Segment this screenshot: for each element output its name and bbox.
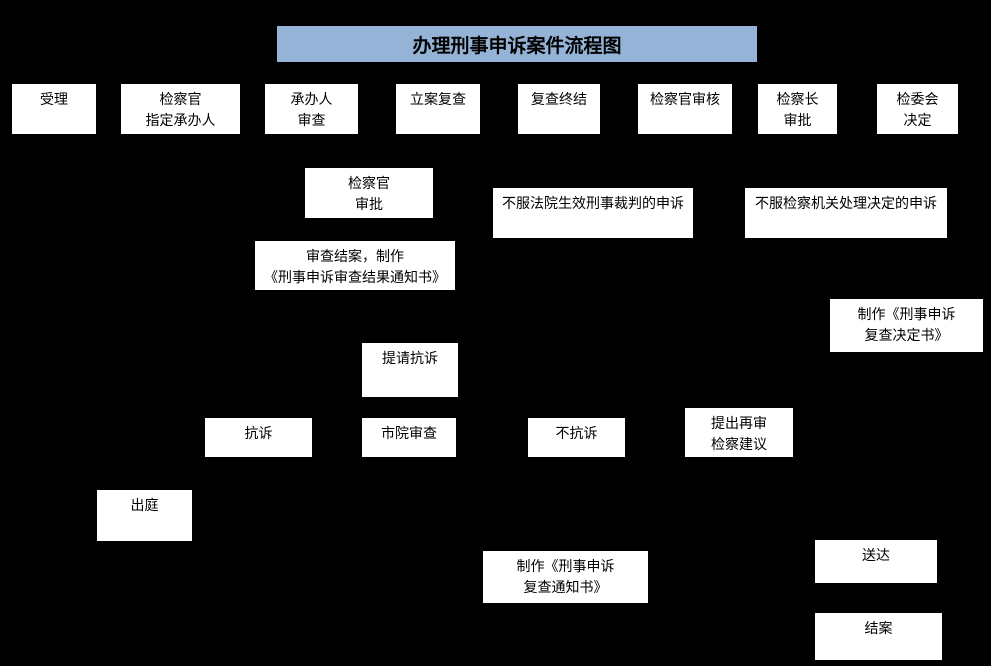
flow-box-label: 不抗诉 (555, 426, 598, 442)
flow-box-label: 立案复查 (410, 92, 466, 108)
flow-box-jianchaguan-shenpi-2: 检察官审批 (305, 168, 433, 218)
flow-box-label: 复查通知书》 (523, 580, 608, 596)
flow-box-shouli: 受理 (12, 84, 96, 134)
flow-box-zhizuo-fucha-tongzhishu: 制作《刑事申诉复查通知书》 (483, 551, 648, 603)
flow-box-label: 检察官 (348, 176, 390, 192)
flow-box-bufu-jiancha-shensu: 不服检察机关处理决定的申诉 (745, 188, 947, 238)
flow-box-jianchaguan-zhiding: 检察官指定承办人 (121, 84, 240, 134)
flow-box-label: 制作《刑事申诉 (516, 559, 615, 575)
flow-box-fucha-zhongjie: 复查终结 (518, 84, 600, 134)
flow-box-songda: 送达 (815, 540, 937, 583)
flow-box-jianchaguan-shenhe: 检察官审核 (638, 84, 732, 134)
flow-box-label: 抗诉 (244, 426, 273, 442)
flow-box-tiqing-kangsu: 提请抗诉 (362, 343, 458, 397)
flow-box-shiyuan-shencha: 市院审查 (362, 418, 456, 457)
flow-box-label: 审查 (297, 113, 326, 129)
flow-box-label: 不服检察机关处理决定的申诉 (755, 196, 937, 212)
flow-box-jianchazhang-shenpi: 检察长审批 (758, 84, 837, 134)
flow-box-label: 检察长 (776, 92, 819, 108)
flow-box-label: 承办人 (290, 92, 333, 108)
flow-box-label: 检察官审核 (650, 92, 720, 108)
flow-box-label: 不服法院生效刑事裁判的申诉 (502, 196, 684, 212)
flow-box-shencha-jiean: 审查结案，制作《刑事申诉审查结果通知书》 (255, 241, 455, 290)
flow-box-chengbanren-shencha: 承办人审查 (265, 84, 358, 134)
flowchart-title: 办理刑事申诉案件流程图 (277, 26, 757, 62)
flow-box-label: 审批 (355, 197, 383, 213)
flow-box-label: 提出再审 (711, 416, 767, 432)
flow-box-label: 出庭 (130, 498, 159, 514)
flow-box-label: 市院审查 (381, 426, 437, 442)
flow-box-label: 制作《刑事申诉 (857, 307, 956, 323)
flow-box-label: 复查终结 (531, 92, 587, 108)
flow-box-tichu-zaishen-jianyi: 提出再审检察建议 (685, 408, 793, 457)
flow-box-label: 《刑事申诉审查结果通知书》 (264, 270, 446, 286)
flow-box-label: 检察建议 (711, 437, 767, 453)
flow-box-bu-kangsu: 不抗诉 (528, 418, 625, 457)
flow-box-label: 检察官 (159, 92, 202, 108)
flow-box-label: 受理 (40, 92, 68, 108)
flow-box-label: 检委会 (896, 92, 939, 108)
flow-box-label: 结案 (864, 621, 893, 637)
flow-box-label: 送达 (862, 548, 890, 564)
flow-box-label: 审查结案，制作 (306, 249, 404, 265)
flow-box-chuting: 出庭 (97, 490, 192, 541)
flowchart-title-label: 办理刑事申诉案件流程图 (412, 34, 622, 57)
flow-box-label: 审批 (783, 113, 812, 129)
flow-box-label: 复查决定书》 (864, 328, 949, 344)
flow-box-label: 指定承办人 (145, 113, 216, 129)
flow-box-label: 决定 (903, 113, 932, 129)
flow-box-jianweihui-jueding: 检委会决定 (877, 84, 958, 134)
flow-box-kangsu: 抗诉 (205, 418, 312, 457)
flow-box-lian-fucha: 立案复查 (396, 84, 480, 134)
flow-box-zhizuo-fucha-juedingshu: 制作《刑事申诉复查决定书》 (830, 299, 983, 352)
flow-box-jiean: 结案 (815, 613, 942, 660)
flow-box-label: 提请抗诉 (382, 351, 438, 367)
flow-box-bufu-fayuan-shensu: 不服法院生效刑事裁判的申诉 (493, 188, 693, 238)
